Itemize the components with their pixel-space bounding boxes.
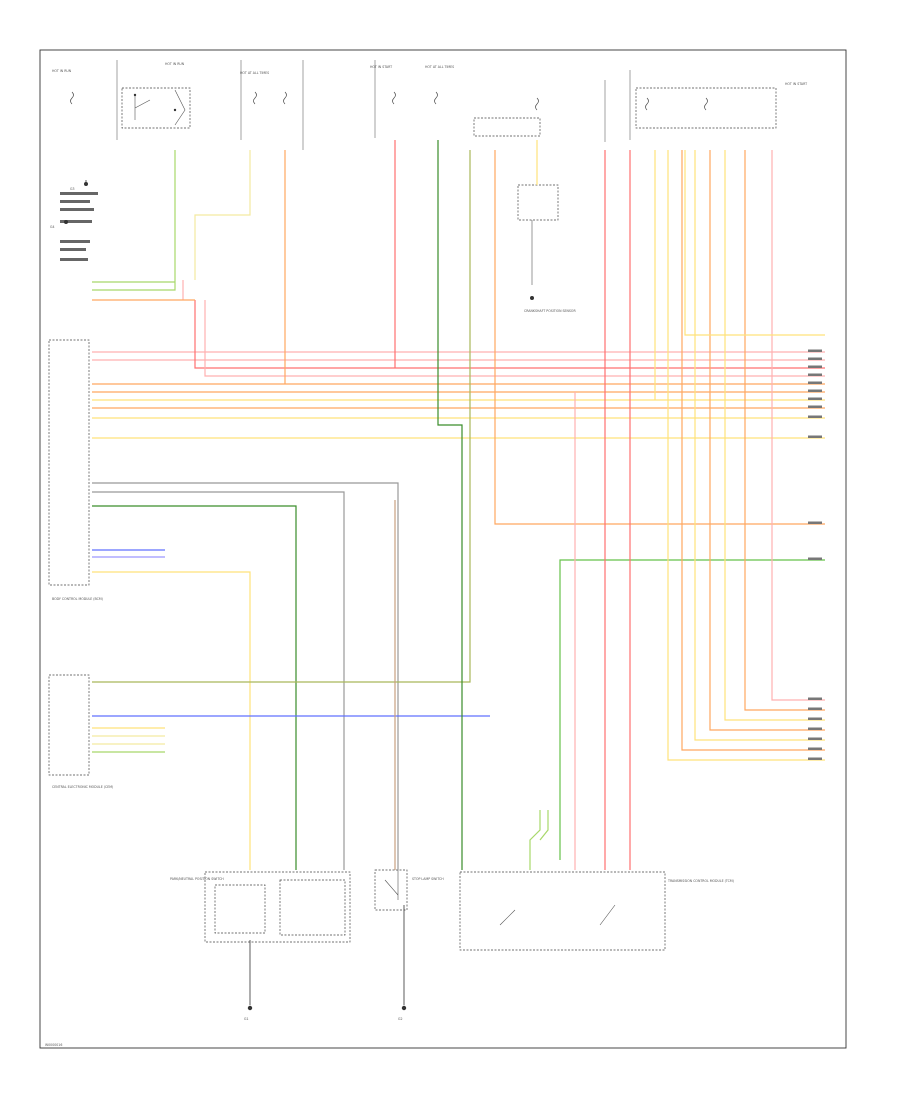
- wires-layer: [92, 140, 825, 870]
- tcm-module: TRANSMISSION CONTROL MODULE (TCM): [459, 871, 734, 951]
- wire-pink-4: [204, 300, 825, 377]
- wire-yellow-16: [92, 571, 251, 870]
- svg-text:G2: G2: [398, 1017, 403, 1021]
- right-pin-11: [808, 521, 822, 524]
- pnp-label: PARK/NEUTRAL POSITION SWITCH: [170, 877, 224, 881]
- fuse-box-right: [473, 87, 777, 137]
- wire-pink-42: [771, 150, 825, 701]
- wire-yellow-43: [684, 150, 825, 336]
- wire-lime-25: [92, 150, 176, 291]
- header-labels: HOT IN RUN HOT AT ALL TIMES HOT IN START…: [52, 62, 807, 86]
- tcm-label: TRANSMISSION CONTROL MODULE (TCM): [667, 879, 734, 883]
- header-label-3: HOT IN START: [370, 65, 392, 69]
- wire-orange-37: [681, 150, 825, 751]
- svg-text:G4: G4: [50, 225, 55, 229]
- wire-gray-12: [92, 491, 345, 870]
- footer-code: W0000016: [45, 1043, 62, 1047]
- cem-module: CENTRAL ELECTRONIC MODULE (CEM): [48, 674, 113, 789]
- right-pin-10: [808, 435, 822, 438]
- left-top-notes: [60, 192, 98, 261]
- header-label-1: HOT IN RUN: [165, 62, 185, 66]
- wire-yellow-40: [724, 150, 825, 721]
- ground-3: G3: [70, 180, 88, 191]
- right-pin-3: [808, 365, 822, 368]
- ground-4: G4: [50, 220, 68, 229]
- right-pin-1: [808, 349, 822, 352]
- wire-orange-17: [494, 150, 825, 525]
- cem-label: CENTRAL ELECTRONIC MODULE (CEM): [52, 785, 113, 789]
- right-pin-2: [808, 357, 822, 360]
- header-label-2: HOT AT ALL TIMES: [240, 71, 269, 75]
- right-pin-7: [808, 397, 822, 400]
- wire-lime-26: [194, 150, 251, 280]
- wire-green-13: [92, 505, 297, 870]
- wire-gray-11: [92, 482, 399, 870]
- bcm-module: BODY CONTROL MODULE (BCM): [48, 339, 103, 601]
- wire-yellow-38: [694, 150, 825, 741]
- right-pin-17: [808, 737, 822, 740]
- wire-olive-19: [92, 150, 471, 683]
- bcm-label: BODY CONTROL MODULE (BCM): [52, 597, 103, 601]
- right-pin-labels: [808, 349, 822, 760]
- header-dividers: [116, 60, 631, 150]
- header-label-5: HOT IN RUN: [52, 69, 72, 73]
- right-pin-4: [808, 373, 822, 376]
- right-pin-19: [808, 757, 822, 760]
- ground-1: G1: [244, 940, 253, 1021]
- wire-green-29: [437, 140, 463, 870]
- header-label-4: HOT AT ALL TIMES: [425, 65, 454, 69]
- right-pin-13: [808, 697, 822, 700]
- crank-label: CRANKSHAFT POSITION SENSOR: [524, 309, 576, 313]
- right-pin-12: [808, 557, 822, 560]
- wire-orange-41: [744, 150, 825, 711]
- right-pin-15: [808, 717, 822, 720]
- right-pin-9: [808, 415, 822, 418]
- svg-text:G3: G3: [70, 187, 75, 191]
- wire-green-18: [559, 559, 825, 860]
- stop-label: STOP LAMP SWITCH: [412, 877, 444, 881]
- wire-yellow-36: [667, 150, 825, 761]
- stop-switch: STOP LAMP SWITCH: [374, 869, 444, 911]
- diagram-border: [39, 49, 847, 1049]
- right-pin-16: [808, 727, 822, 730]
- right-pin-8: [808, 405, 822, 408]
- ground-2: G2: [398, 905, 407, 1021]
- svg-text:G1: G1: [244, 1017, 249, 1021]
- right-pin-18: [808, 747, 822, 750]
- header-label-6: HOT IN START: [785, 82, 807, 86]
- right-pin-14: [808, 707, 822, 710]
- wire-red-3: [194, 300, 825, 369]
- crank-sensor: CRANKSHAFT POSITION SENSOR: [517, 184, 576, 313]
- relay-box: [121, 87, 191, 129]
- ground-symbols: G1 G2 G3 G4: [50, 180, 407, 1021]
- wire-green-44: [529, 810, 541, 870]
- fuse-symbols: [70, 91, 708, 111]
- right-pin-5: [808, 381, 822, 384]
- wire-green-45: [539, 810, 549, 841]
- pnp-switch: PARK/NEUTRAL POSITION SWITCH: [170, 871, 351, 943]
- right-pin-6: [808, 389, 822, 392]
- wire-orange-39: [709, 150, 825, 731]
